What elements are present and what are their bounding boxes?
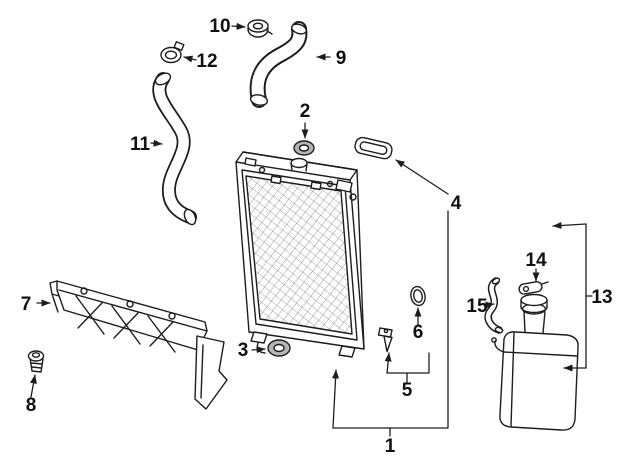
callout-9[interactable]: 9 xyxy=(336,48,347,69)
callout-7[interactable]: 7 xyxy=(21,294,32,315)
o-ring-drawing xyxy=(410,285,426,307)
radiator-drawing xyxy=(235,151,365,358)
callout-2[interactable]: 2 xyxy=(300,101,311,122)
callout-3[interactable]: 3 xyxy=(238,340,249,361)
bolt-drawing xyxy=(27,350,45,373)
leader-lines xyxy=(30,22,593,437)
callout-11[interactable]: 11 xyxy=(130,134,151,155)
callout-6[interactable]: 6 xyxy=(413,322,424,343)
callout-12[interactable]: 12 xyxy=(196,51,217,72)
filler-grommet-drawing xyxy=(293,140,315,156)
callout-8[interactable]: 8 xyxy=(26,395,37,416)
reservoir-bracket-drawing xyxy=(518,281,549,295)
callout-15[interactable]: 15 xyxy=(466,296,488,317)
callout-1[interactable]: 1 xyxy=(385,436,396,457)
callout-14[interactable]: 14 xyxy=(525,250,547,271)
lower-hose-drawing xyxy=(152,72,197,226)
radiator-cap-drawing xyxy=(247,19,273,38)
drain-cock-drawing xyxy=(377,327,393,353)
callout-13[interactable]: 13 xyxy=(591,287,612,308)
upper-hose-drawing xyxy=(249,21,308,108)
air-shield-drawing xyxy=(49,280,228,410)
reservoir-tank-drawing xyxy=(491,293,579,431)
callout-10[interactable]: 10 xyxy=(209,16,230,37)
upper-bracket-drawing xyxy=(354,136,393,160)
callout-5[interactable]: 5 xyxy=(402,380,413,401)
hose-clamp-drawing xyxy=(160,41,185,64)
lower-grommet-drawing xyxy=(267,339,291,357)
callout-labels: 1 2 3 4 5 6 7 8 9 10 11 12 13 14 15 xyxy=(21,16,613,457)
reservoir-hose-drawing xyxy=(484,277,504,334)
callout-4[interactable]: 4 xyxy=(451,193,462,214)
